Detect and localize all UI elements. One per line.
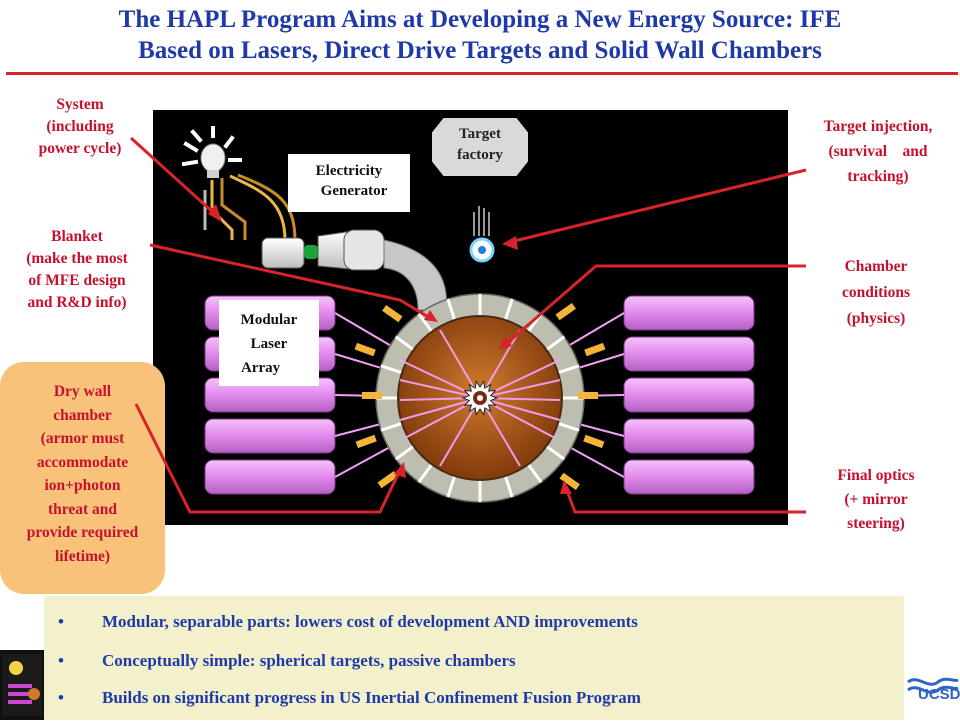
callout-target-injection-line-2: (survival and <box>828 143 928 160</box>
callout-dry-wall-line-8: lifetime) <box>54 547 111 565</box>
callout-dry-wall-line-1: Dry wall <box>53 383 112 400</box>
bullet-text: Builds on significant progress in US Ine… <box>102 688 641 707</box>
modular-laser-array-line-2: Laser <box>250 336 288 352</box>
callout-dry-wall-line-6: threat and <box>47 500 118 518</box>
callout-system: System (including power cycle) <box>14 94 146 160</box>
callout-target-injection: Target injection, (survival and tracking… <box>796 114 960 189</box>
bullet-item: • Conceptually simple: spherical targets,… <box>58 651 516 671</box>
target-factory-line-2: factory <box>457 147 503 163</box>
bullet-item: • Modular, separable parts: lowers cost o… <box>58 612 638 632</box>
title-underline <box>6 72 958 75</box>
modular-laser-array-line-3: Array <box>241 360 281 376</box>
bullet-text: Conceptually simple: spherical targets, … <box>102 651 516 670</box>
callout-dry-wall-line-2: chamber <box>53 406 112 424</box>
ucsd-logo-icon <box>907 677 959 694</box>
callout-blanket-line-4: and R&D info) <box>27 294 127 311</box>
right-laser-tubes <box>623 295 755 495</box>
callout-chamber-conditions-line-2: conditions <box>841 284 911 301</box>
electricity-generator-box: Electricity Generator <box>288 154 410 212</box>
callout-chamber-conditions: Chamber conditions (physics) <box>806 254 946 332</box>
title-line-1: The HAPL Program Aims at Developing a Ne… <box>118 6 842 33</box>
blanket-segment-divider <box>380 421 403 432</box>
blanket-segment-divider <box>446 475 457 498</box>
target-pellet-icon <box>469 206 495 263</box>
left-logo <box>0 650 44 720</box>
blanket-segment-divider <box>557 421 580 432</box>
callout-chamber-conditions-line-1: Chamber <box>844 258 908 275</box>
blanket-segment-divider <box>417 463 434 484</box>
callout-dry-wall-line-3: (armor must <box>40 430 125 447</box>
callout-system-line-2: (including <box>46 118 114 135</box>
target-burst-icon <box>461 380 499 416</box>
blanket-segment-divider <box>394 444 415 461</box>
bullet-text: Modular, separable parts: lowers cost of… <box>102 612 638 631</box>
blanket-segment-divider <box>545 335 566 352</box>
blanket-segment-divider <box>394 335 415 352</box>
dry-wall-callout-bg <box>0 362 165 594</box>
final-optics-mirrors <box>354 302 606 491</box>
target-factory-box: Target factory <box>432 118 528 176</box>
callout-dry-wall-line-5: ion+photon <box>44 477 121 494</box>
blanket-segment-divider <box>380 364 403 375</box>
bullet-marker: • <box>58 612 64 631</box>
blanket-segment-divider <box>545 444 566 461</box>
callout-dry-wall: Dry wall chamber (armor must accommodate… <box>0 380 165 568</box>
modular-laser-array-box: Modular Laser Array <box>219 300 319 386</box>
page-title: The HAPL Program Aims at Developing a Ne… <box>0 4 960 66</box>
power-cables <box>203 173 297 241</box>
blanket-segment-divider <box>503 475 514 498</box>
blanket-segment-divider <box>446 298 457 321</box>
callout-blanket-line-2: (make the most <box>26 250 128 267</box>
callout-final-optics-line-2: (+ mirror <box>844 491 908 508</box>
generator-turbine <box>261 229 447 311</box>
callout-system-line-1: System <box>56 96 104 113</box>
bullet-marker: • <box>58 688 64 707</box>
blanket-segment-divider <box>557 364 580 375</box>
electricity-generator-line-2: Generator <box>320 183 388 199</box>
callout-blanket-line-3: of MFE design <box>28 272 126 289</box>
callout-dry-wall-line-7: provide required <box>26 524 139 541</box>
callout-final-optics-line-1: Final optics <box>837 467 915 484</box>
key-points-panel <box>44 596 904 720</box>
target-factory-line-1: Target <box>459 126 501 142</box>
callout-leaders <box>129 136 807 514</box>
blanket-segment-divider <box>417 312 434 333</box>
callout-final-optics-line-3: steering) <box>847 515 905 532</box>
callout-system-line-3: power cycle) <box>38 140 122 157</box>
title-line-2: Based on Lasers, Direct Drive Targets an… <box>138 37 822 64</box>
bullet-item: • Builds on significant progress in US In… <box>58 688 641 708</box>
callout-blanket: Blanket (make the most of MFE design and… <box>2 226 152 314</box>
callout-arrowheads <box>208 204 572 494</box>
light-bulb-icon <box>181 126 242 178</box>
callout-blanket-line-1: Blanket <box>51 228 103 245</box>
callout-final-optics: Final optics (+ mirror steering) <box>806 464 946 536</box>
blanket-segment-divider <box>526 463 543 484</box>
modular-laser-array-line-1: Modular <box>240 312 298 328</box>
left-logo-graphic <box>2 654 42 716</box>
bullet-marker: • <box>58 651 64 670</box>
callout-target-injection-line-3: tracking) <box>847 168 909 185</box>
callout-dry-wall-line-4: accommodate <box>36 453 129 471</box>
electricity-generator-line-1: Electricity <box>315 163 383 179</box>
ucsd-logo-text: UCSD <box>918 686 960 703</box>
callout-chamber-conditions-line-3: (physics) <box>846 310 906 327</box>
blanket-segment-divider <box>503 298 514 321</box>
callout-target-injection-line-1: Target injection, <box>823 118 933 135</box>
